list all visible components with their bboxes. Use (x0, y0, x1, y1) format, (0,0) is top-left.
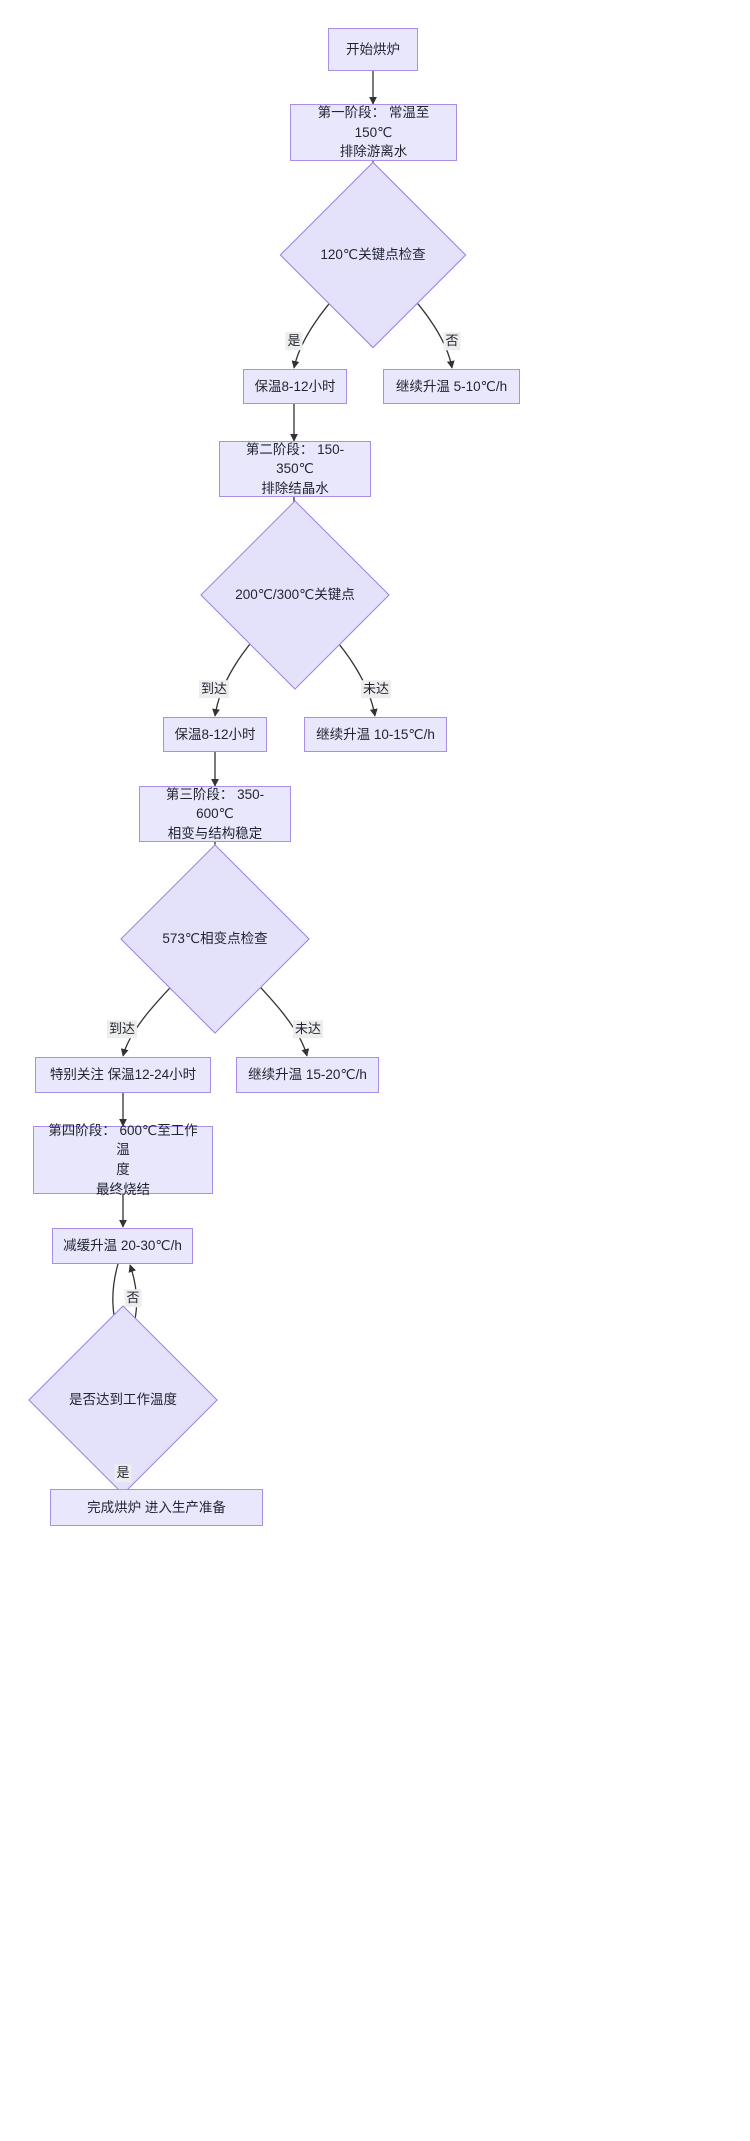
node-stage-3-label: 第三阶段： 350-600℃ 相变与结构稳定 (165, 786, 265, 841)
node-heat-1[interactable]: 继续升温 5-10℃/h (383, 369, 520, 404)
edge-label-reach-573c: 到达 (106, 1020, 138, 1038)
node-start[interactable]: 开始烘炉 (328, 28, 418, 71)
node-stage-4[interactable]: 第四阶段： 600℃至工作温 度 最终烧结 (33, 1123, 213, 1197)
node-start-label: 开始烘炉 (346, 41, 400, 57)
node-hold-1-label: 保温8-12小时 (254, 378, 336, 394)
node-heat-2[interactable]: 继续升温 10-15℃/h (304, 717, 447, 752)
node-check-work-temp-label: 是否达到工作温度 (69, 1391, 177, 1407)
edge-label-reach-200c: 到达 (198, 680, 230, 698)
node-slow-heating[interactable]: 减缓升温 20-30℃/h (52, 1228, 193, 1264)
node-stage-2-label: 第二阶段： 150-350℃ 排除结晶水 (245, 441, 345, 496)
node-stage-1[interactable]: 第一阶段： 常温至150℃ 排除游离水 (290, 104, 457, 161)
node-hold-1[interactable]: 保温8-12小时 (243, 369, 347, 404)
node-check-200-300c-label: 200℃/300℃关键点 (235, 586, 355, 602)
node-hold-2[interactable]: 保温8-12小时 (163, 717, 267, 752)
edge-label-yes-work-temp: 是 (114, 1464, 132, 1482)
node-hold-3-label: 特别关注 保温12-24小时 (49, 1067, 197, 1083)
edge-label-no-work-temp: 否 (124, 1289, 142, 1307)
node-stage-1-label: 第一阶段： 常温至150℃ 排除游离水 (317, 105, 430, 160)
node-heat-2-label: 继续升温 10-15℃/h (316, 726, 435, 742)
node-check-work-temp[interactable]: 是否达到工作温度 (28, 1305, 218, 1495)
node-stage-4-label: 第四阶段： 600℃至工作温 度 最终烧结 (48, 1122, 198, 1197)
node-check-200-300c[interactable]: 200℃/300℃关键点 (200, 500, 390, 690)
node-check-120c-label: 120℃关键点检查 (320, 246, 426, 262)
node-hold-2-label: 保温8-12小时 (174, 726, 256, 742)
node-slow-heating-label: 减缓升温 20-30℃/h (63, 1238, 182, 1254)
node-check-120c[interactable]: 120℃关键点检查 (279, 161, 467, 349)
edge-label-no-120c: 否 (443, 332, 461, 350)
node-stage-3[interactable]: 第三阶段： 350-600℃ 相变与结构稳定 (139, 786, 291, 842)
node-finish[interactable]: 完成烘炉 进入生产准备 (50, 1489, 263, 1526)
node-check-573c[interactable]: 573℃相变点检查 (120, 844, 310, 1034)
edge-label-yes-120c: 是 (285, 332, 303, 350)
node-stage-2[interactable]: 第二阶段： 150-350℃ 排除结晶水 (219, 441, 371, 497)
node-heat-1-label: 继续升温 5-10℃/h (395, 378, 508, 394)
node-hold-3[interactable]: 特别关注 保温12-24小时 (35, 1057, 211, 1093)
edge-label-notreach-200c: 未达 (360, 680, 392, 698)
node-check-573c-label: 573℃相变点检查 (162, 930, 268, 946)
node-finish-label: 完成烘炉 进入生产准备 (87, 1499, 226, 1515)
edge-label-notreach-573c: 未达 (292, 1020, 324, 1038)
node-heat-3[interactable]: 继续升温 15-20℃/h (236, 1057, 379, 1093)
node-heat-3-label: 继续升温 15-20℃/h (248, 1067, 367, 1083)
